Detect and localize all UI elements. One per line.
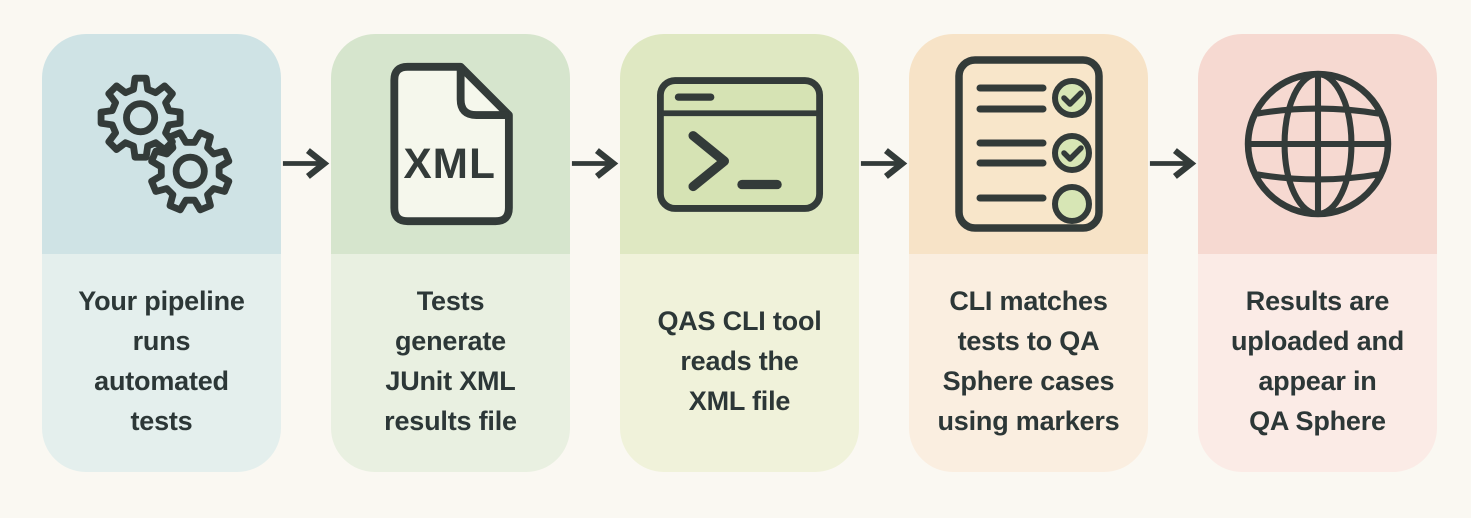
step-icon-area: XML	[331, 34, 570, 254]
arrow-right-icon	[282, 148, 330, 179]
step-label: Your pipeline runs automated tests	[78, 286, 245, 436]
step-label: QAS CLI tool reads the XML file	[657, 306, 822, 416]
arrow-right-icon	[571, 148, 619, 179]
step-card-cli-matches: CLI matches tests to QA Sphere cases usi…	[909, 34, 1148, 472]
step-label: Results are uploaded and appear in QA Sp…	[1230, 286, 1405, 436]
step-text-area: Results are uploaded and appear in QA Sp…	[1198, 254, 1437, 472]
step-icon-area	[1198, 34, 1437, 254]
step-icon-area	[42, 34, 281, 254]
step-text-area: QAS CLI tool reads the XML file	[620, 254, 859, 472]
checklist-icon	[954, 56, 1103, 232]
globe-icon	[1244, 70, 1391, 218]
gears-icon	[97, 74, 232, 214]
arrow-right-icon	[860, 148, 908, 179]
step-text-area: Your pipeline runs automated tests	[42, 254, 281, 472]
step-card-cli-reads: QAS CLI tool reads the XML file	[620, 34, 859, 472]
step-card-pipeline: Your pipeline runs automated tests	[42, 34, 281, 472]
step-text-area: CLI matches tests to QA Sphere cases usi…	[909, 254, 1148, 472]
arrow-right-icon	[1149, 148, 1197, 179]
xml-file-icon: XML	[389, 62, 513, 226]
step-card-results-upload: Results are uploaded and appear in QA Sp…	[1198, 34, 1437, 472]
step-icon-area	[620, 34, 859, 254]
step-icon-area	[909, 34, 1148, 254]
step-label: Tests generate JUnit XML results file	[384, 286, 517, 436]
step-label: CLI matches tests to QA Sphere cases usi…	[937, 286, 1120, 436]
file-type-label: XML	[403, 140, 496, 187]
terminal-icon	[656, 76, 823, 212]
step-card-xml-results: XML Tests generate JUnit XML results fil…	[331, 34, 570, 472]
step-text-area: Tests generate JUnit XML results file	[331, 254, 570, 472]
